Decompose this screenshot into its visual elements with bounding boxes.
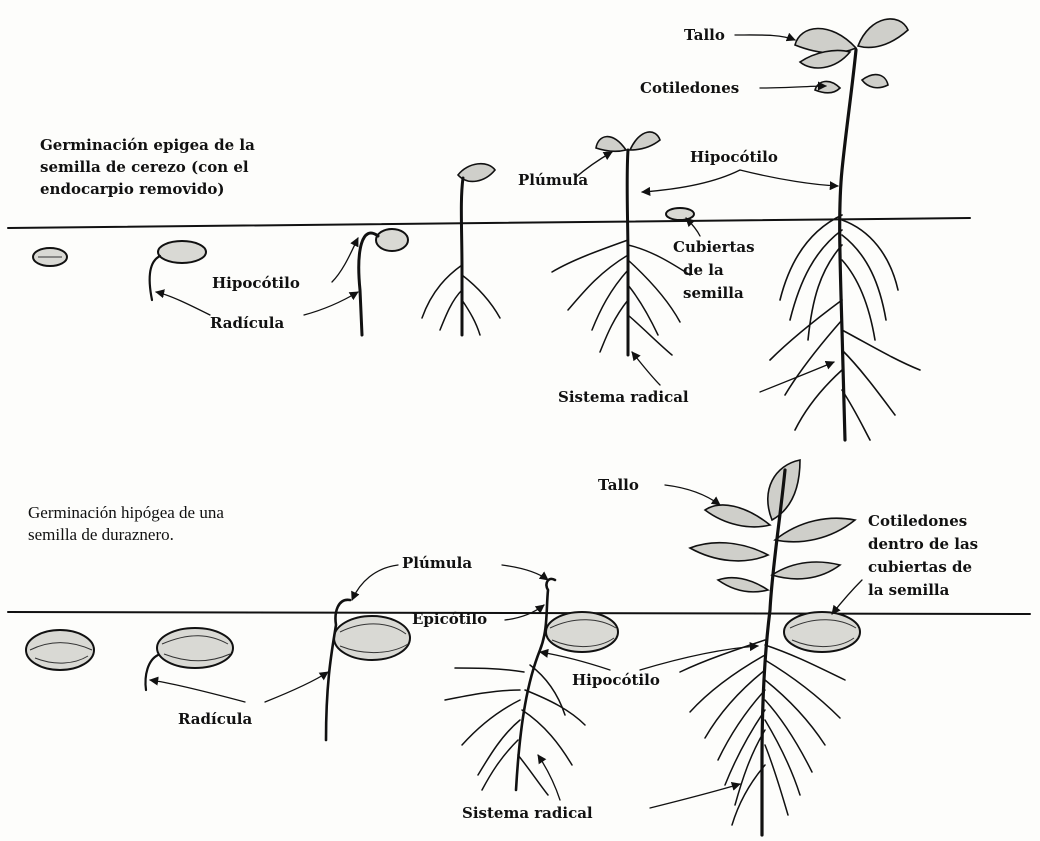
epigeal-seedling-stage-4 — [422, 164, 500, 335]
hypogeal-caption-line-1: Germinación hipógea de una — [28, 503, 224, 522]
epigeal-label-hipocotilo-lower: Hipocótilo — [212, 274, 300, 292]
epigeal-caption-line-3: endocarpio removido) — [40, 180, 224, 198]
epigeal-cubiertas-line-1: Cubiertas — [673, 238, 755, 256]
epigeal-label-tallo: Tallo — [684, 26, 725, 44]
hypogeal-seed-stage-2 — [146, 628, 234, 690]
epigeal-cubiertas-line-2: de la — [683, 261, 724, 279]
hypogeal-label-hipocotilo: Hipocótilo — [572, 671, 660, 689]
epigeal-label-cubiertas: Cubiertas de la semilla — [673, 238, 760, 302]
hypogeal-label-epicotilo: Epicótilo — [412, 610, 487, 628]
epigeal-caption: Germinación epigea de la semilla de cere… — [40, 136, 260, 198]
hypogeal-cotiledones-line-4: la semilla — [868, 581, 950, 599]
hypogeal-seedling-stage-3 — [326, 600, 410, 740]
hypogeal-section: Germinación hipógea de una semilla de du… — [8, 460, 1030, 835]
epigeal-label-sistema-radical: Sistema radical — [558, 388, 689, 406]
hypogeal-cotiledones-line-1: Cotiledones — [868, 512, 967, 530]
epigeal-cubiertas-line-3: semilla — [683, 284, 744, 302]
hypogeal-label-cotiledones: Cotiledones dentro de las cubiertas de l… — [868, 512, 983, 599]
hypogeal-label-plumula: Plúmula — [402, 554, 472, 572]
epigeal-section: Germinación epigea de la semilla de cere… — [8, 19, 970, 440]
hypogeal-label-radicula: Radícula — [178, 710, 252, 728]
epigeal-caption-line-2: semilla de cerezo (con el — [40, 158, 249, 176]
hypogeal-cotiledones-line-2: dentro de las — [868, 535, 978, 553]
hypogeal-caption: Germinación hipógea de una semilla de du… — [28, 503, 228, 544]
epigeal-caption-line-1: Germinación epigea de la — [40, 136, 255, 154]
hypogeal-cotiledones-line-3: cubiertas de — [868, 558, 972, 576]
epigeal-seedling-stage-3 — [359, 229, 408, 335]
soil-line-hypogeal — [8, 612, 1030, 614]
epigeal-seedling-stage-6 — [770, 19, 920, 440]
hypogeal-caption-line-2: semilla de duraznero. — [28, 525, 174, 544]
hypogeal-label-sistema-radical: Sistema radical — [462, 804, 593, 822]
epigeal-seed-stage-2 — [150, 241, 206, 300]
epigeal-label-radicula: Radícula — [210, 314, 284, 332]
epigeal-label-hipocotilo-upper: Hipocótilo — [690, 148, 778, 166]
epigeal-label-cotiledones: Cotiledones — [640, 79, 739, 97]
soil-line-epigeal — [8, 218, 970, 228]
hypogeal-label-tallo: Tallo — [598, 476, 639, 494]
epigeal-label-plumula: Plúmula — [518, 171, 588, 189]
epigeal-seed-stage-1 — [33, 248, 67, 266]
hypogeal-seedling-stage-5 — [680, 460, 860, 835]
hypogeal-seed-stage-1 — [26, 630, 94, 670]
